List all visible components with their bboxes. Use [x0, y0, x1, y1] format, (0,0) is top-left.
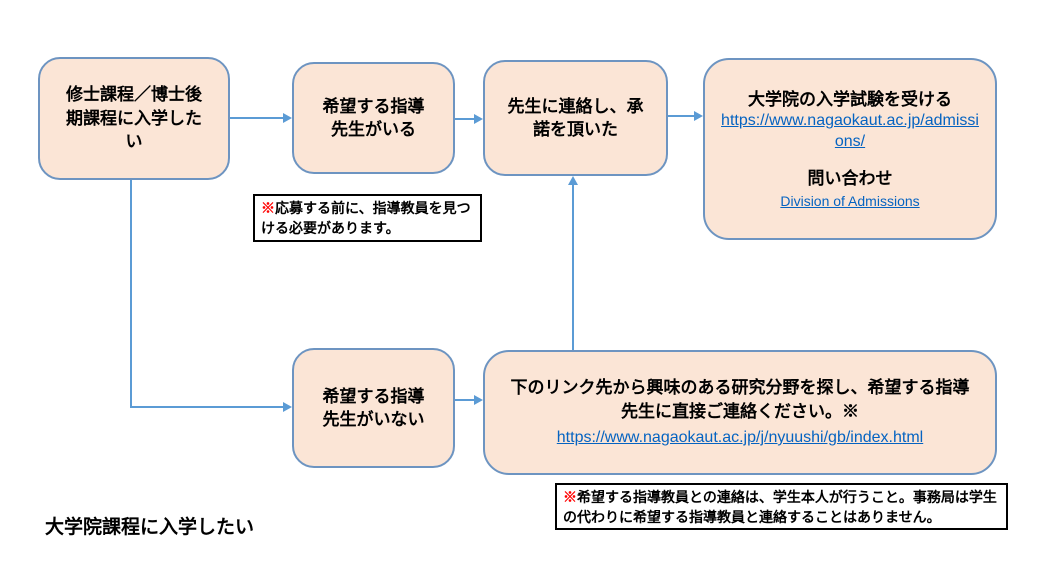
- arrowhead-start-to-has-advisor-icon: [283, 113, 292, 123]
- note2-text: 希望する指導教員との連絡は、学生本人が行うこと。事務局は学生の代わりに希望する指…: [563, 489, 997, 525]
- flow-box-has-advisor: 希望する指導先生がいる: [292, 62, 455, 174]
- note2-asterisk-marker: ※: [563, 489, 577, 505]
- flow-box-start-label: 修士課程／博士後期課程に入学したい: [66, 85, 202, 152]
- flow-box-contacted-label: 先生に連絡し、承諾を頂いた: [507, 96, 644, 139]
- exam-title: 大学院の入学試験を受ける: [748, 89, 952, 109]
- flow-box-has-advisor-label: 希望する指導先生がいる: [322, 96, 425, 139]
- flow-box-entrance-exam: 大学院の入学試験を受ける https://www.nagaokaut.ac.jp…: [703, 58, 997, 240]
- connector-has-advisor-to-contacted: [455, 118, 474, 120]
- admissions-url-link[interactable]: https://www.nagaokaut.ac.jp/admissions/: [721, 112, 979, 150]
- nyuushi-index-url-link[interactable]: https://www.nagaokaut.ac.jp/j/nyuushi/gb…: [556, 429, 924, 447]
- note-find-advisor-first: ※応募する前に、指導教員を見つける必要があります。: [253, 194, 482, 242]
- flow-box-no-advisor: 希望する指導先生がいない: [292, 348, 455, 468]
- contact-label: 問い合わせ: [807, 168, 893, 188]
- connector-start-to-no-advisor: [130, 406, 283, 408]
- note1-text: 応募する前に、指導教員を見つける必要があります。: [261, 200, 471, 236]
- arrowhead-no-advisor-to-search-icon: [474, 395, 483, 405]
- note-student-must-contact: ※希望する指導教員との連絡は、学生本人が行うこと。事務局は学生の代わりに希望する…: [555, 483, 1008, 530]
- flow-box-search-research-field: 下のリンク先から興味のある研究分野を探し、希望する指導先生に直接ご連絡ください。…: [483, 350, 997, 475]
- flow-box-contacted-advisor: 先生に連絡し、承諾を頂いた: [483, 60, 668, 176]
- arrowhead-contacted-to-exam-icon: [694, 111, 703, 121]
- note1-asterisk-marker: ※: [261, 200, 275, 216]
- search-instruction-text: 下のリンク先から興味のある研究分野を探し、希望する指導先生に直接ご連絡ください。…: [510, 378, 970, 421]
- arrowhead-search-to-contacted-icon: [568, 176, 578, 185]
- connector-start-down-segment: [130, 180, 132, 408]
- connector-contacted-to-exam: [668, 115, 694, 117]
- connector-no-advisor-to-search: [455, 399, 474, 401]
- connector-start-to-has-advisor: [230, 117, 283, 119]
- arrowhead-has-advisor-to-contacted-icon: [474, 114, 483, 124]
- arrowhead-start-to-no-advisor-icon: [283, 402, 292, 412]
- division-of-admissions-link[interactable]: Division of Admissions: [780, 193, 920, 210]
- flow-box-no-advisor-label: 希望する指導先生がいない: [322, 386, 425, 429]
- connector-search-to-contacted: [572, 184, 574, 350]
- flow-box-start: 修士課程／博士後期課程に入学したい: [38, 57, 230, 180]
- page-title: 大学院課程に入学したい: [45, 517, 255, 538]
